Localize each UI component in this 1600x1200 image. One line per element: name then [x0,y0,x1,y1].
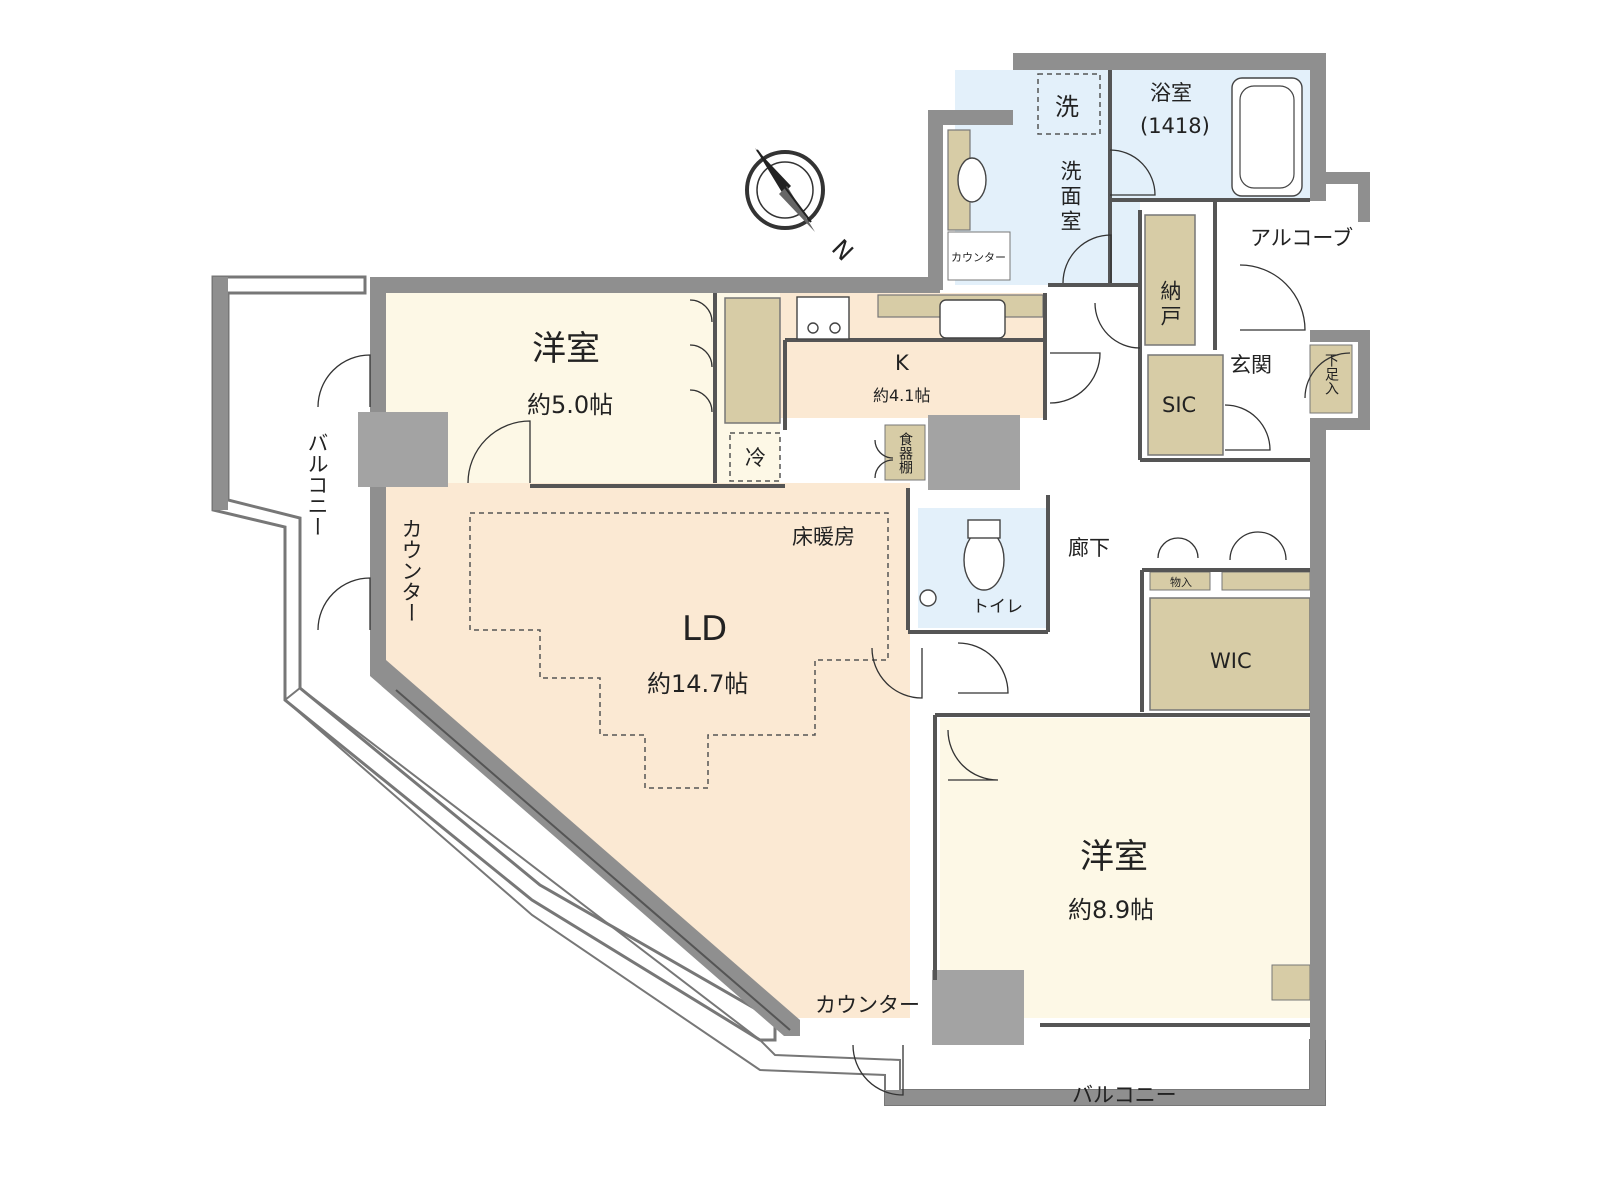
western-room-2-name: 洋室 [1080,837,1148,877]
living-dining-area: 約14.7帖 [647,670,748,698]
living-dining-floor [385,483,910,1018]
alcove-label: アルコーブ [1250,226,1353,250]
wic-floor [1149,597,1311,711]
toilet-name: トイレ [972,597,1023,617]
toilet-tank [967,519,1001,539]
pillar-1 [358,412,448,487]
toilet-sink [919,589,937,607]
wic-name: WIC [1210,649,1252,673]
storage-floor [1144,214,1196,346]
washing-machine [1037,73,1101,135]
sic-floor [1147,354,1224,456]
shoe-storage [1309,344,1353,414]
balcony-left-label: バルコニー [305,432,329,537]
closet-shelf-2 [1221,571,1311,591]
burner-1 [807,322,819,334]
floor-heating-label: 床暖房 [792,525,855,549]
stove [796,296,850,340]
entrance-name: 玄関 [1230,353,1272,377]
bathroom-name: 浴室 [1150,81,1192,105]
western-room-2-area: 約8.9帖 [1068,896,1154,924]
western-room-1-name: 洋室 [532,329,600,369]
cupboard-label: 食器棚 [897,431,913,474]
doors [317,149,1351,1096]
sic-name: SIC [1162,393,1196,417]
shoe-storage-label: 下足入 [1323,353,1339,395]
storage-name: 納戸 [1158,280,1182,330]
cupboard [884,424,926,481]
kitchen-area: 約4.1帖 [873,386,930,405]
fridge-label: 冷 [745,446,766,470]
balcony-left-area [211,275,777,1042]
pillar-2 [928,415,1020,490]
bathtub [1231,77,1303,197]
kitchen-sink [939,299,1006,339]
western-room-1-area: 約5.0帖 [527,391,613,419]
diagonal-wall [370,660,800,1036]
laundry-label: 洗 [1055,93,1079,121]
compass-direction: N [826,234,858,266]
bathroom-size: (1418) [1140,114,1210,138]
counter-small-label: カウンター [951,251,1006,264]
counter-bottom-label: カウンター [815,993,920,1017]
balcony-bottom-label: バルコニー [1072,1083,1177,1107]
bathtub-inner [1239,85,1295,189]
floor-heating-area [469,512,889,789]
washroom-name: 洗面室 [1058,160,1082,235]
burner-2 [829,322,841,334]
exterior-walls [370,53,1370,1040]
wash-basin [957,157,987,203]
interior-walls [530,70,1310,1027]
toilet-bowl [963,529,1005,591]
pillar-3 [932,970,1024,1045]
compass-icon [745,148,825,232]
hallway-name: 廊下 [1068,536,1110,560]
room2-shelf [1271,964,1311,1001]
fridge [729,432,781,482]
living-dining-name: LD [682,609,727,649]
counter-left-label: カウンター [399,518,423,623]
wardrobe-1 [724,297,781,424]
closet-label: 物入 [1170,575,1192,589]
western-room-2-floor [940,718,1310,1018]
window-line-1 [395,689,791,1031]
counter-small-box [947,231,1011,281]
kitchen-name: K [895,351,910,375]
